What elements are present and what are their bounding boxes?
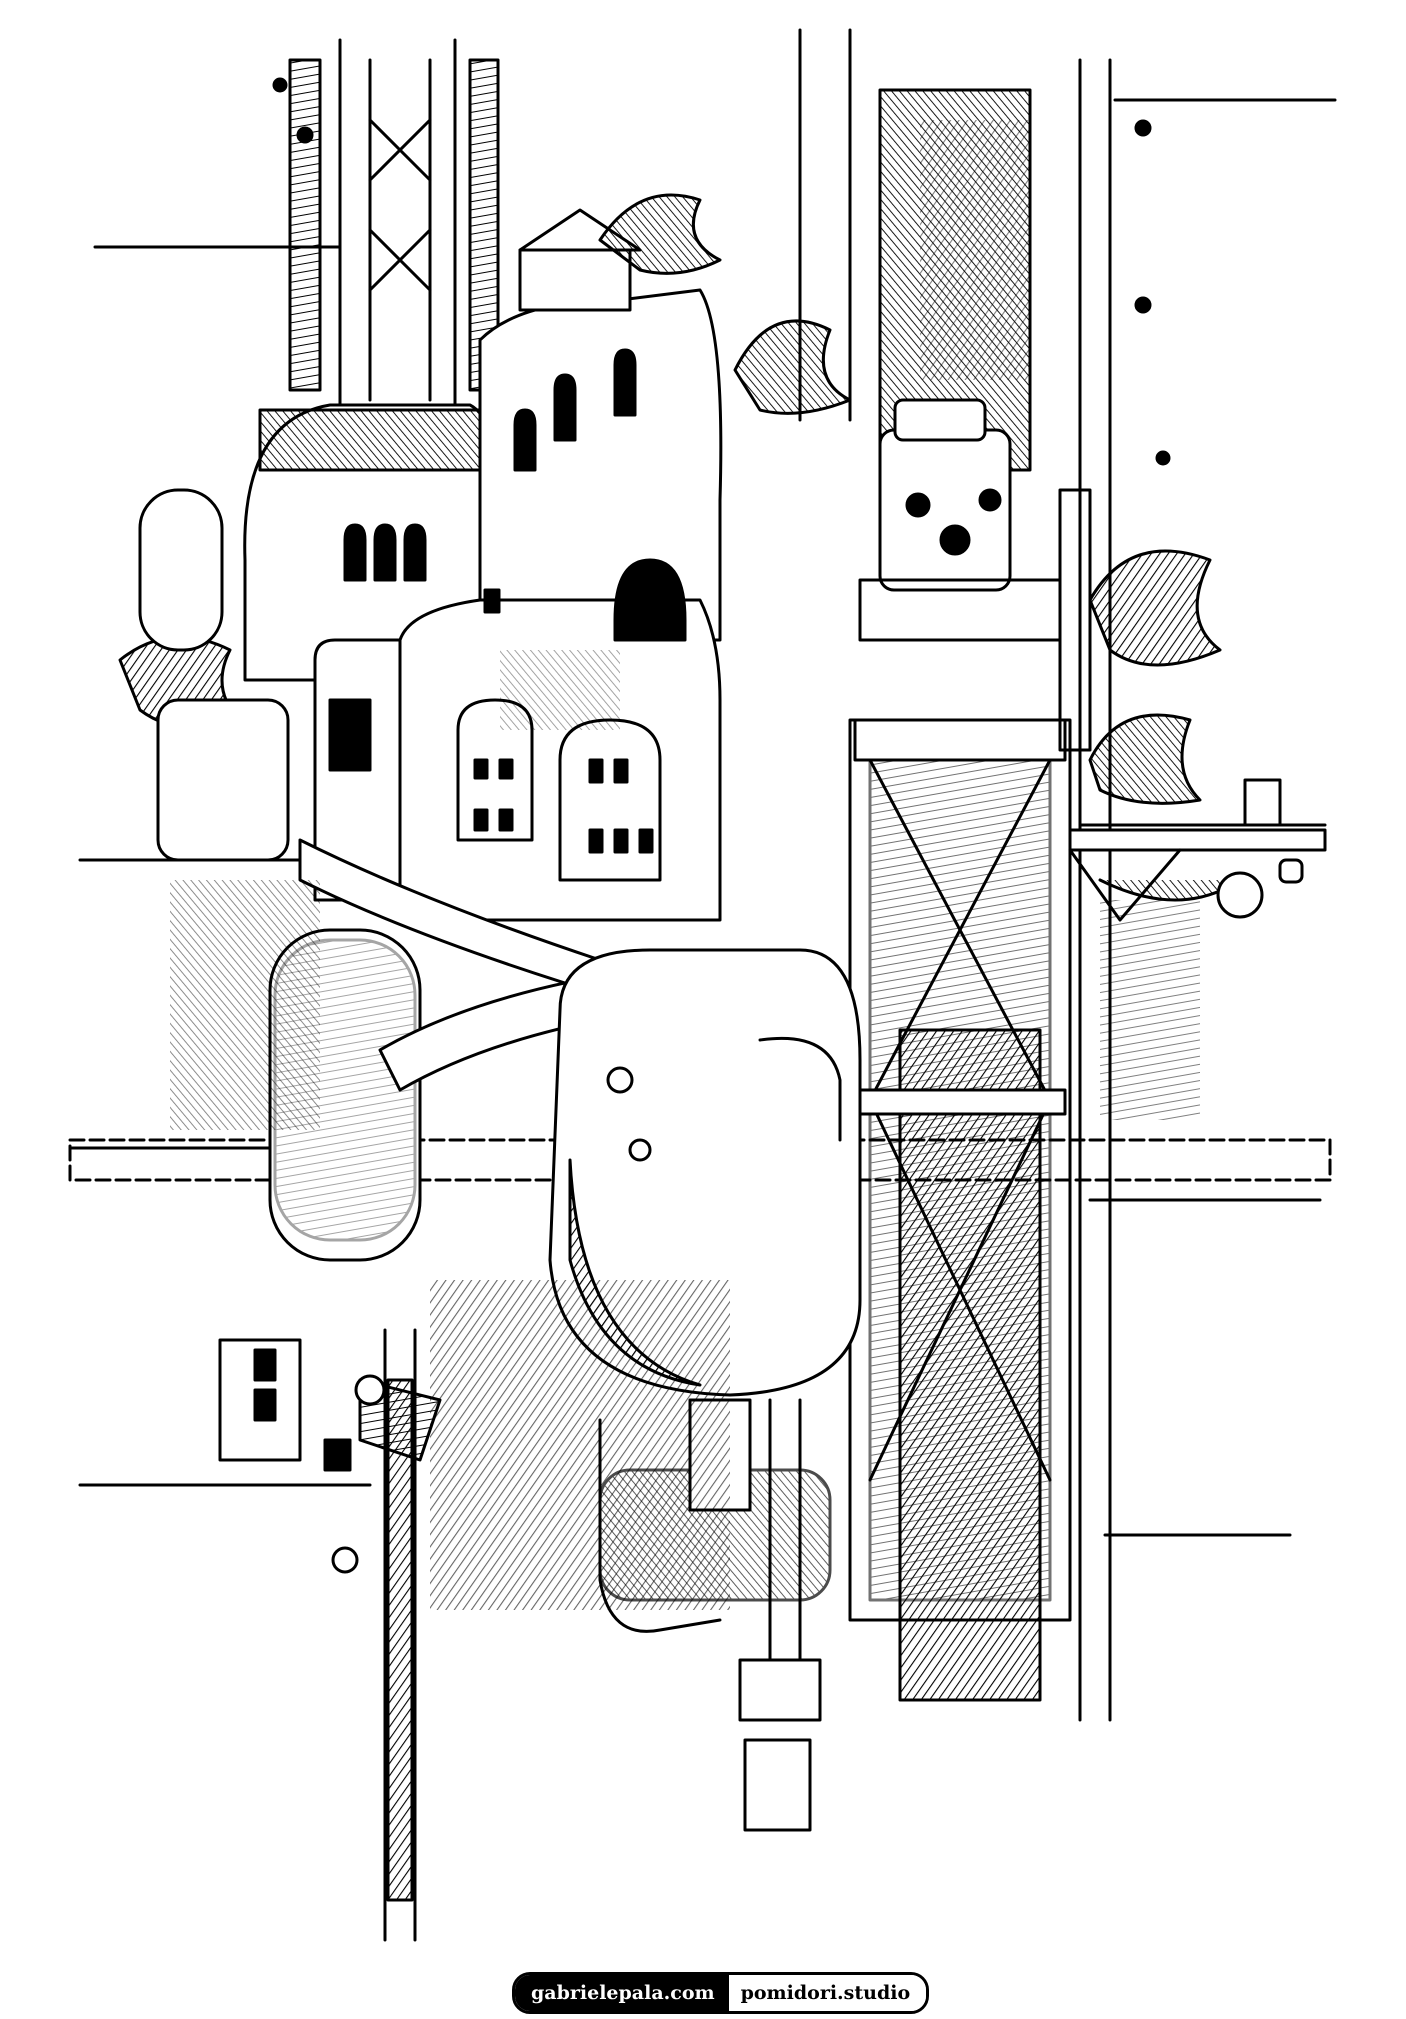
right-balcony (1068, 778, 1327, 922)
houses-cluster (243, 208, 723, 922)
credit-badge: gabrielepala.com pomidori.studio (512, 1972, 930, 2014)
credit-website-pomidori: pomidori.studio (728, 1975, 927, 2011)
lower-left-tower (218, 1338, 442, 1574)
x-braced-truss (848, 718, 1072, 1622)
upper-right-machine (858, 398, 1092, 752)
tone-hatching (170, 120, 1200, 1610)
credit-website-gabrielepala: gabrielepala.com (515, 1975, 729, 2011)
left-steel-column (288, 38, 500, 1942)
